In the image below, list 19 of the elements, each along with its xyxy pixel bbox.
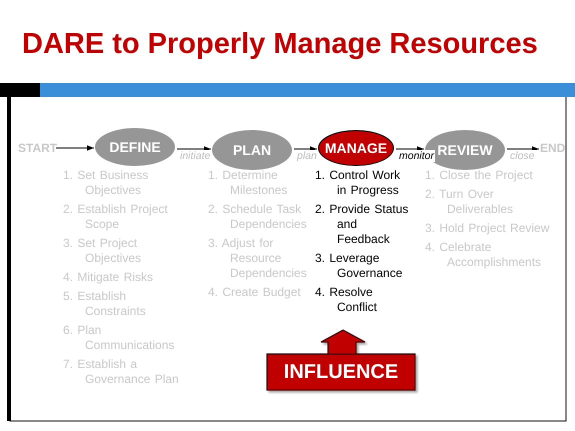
arrow xyxy=(294,146,318,152)
edge-label: plan xyxy=(296,150,318,162)
list-item: 3. Leverage Governance xyxy=(315,251,404,281)
arrow xyxy=(176,146,212,152)
slide-title: DARE to Properly Manage Resources xyxy=(22,28,538,61)
arrow xyxy=(56,145,94,151)
phase-ellipse: MANAGE xyxy=(318,130,394,166)
callout-arrow-box xyxy=(265,330,417,392)
list-item: 4. Resolve Conflict xyxy=(315,285,378,315)
list-item: 1. Control Work in Progress xyxy=(315,168,402,198)
callout-text: INFLUENCE xyxy=(282,360,400,384)
edge-label: close xyxy=(509,150,536,162)
arrow xyxy=(506,146,540,152)
list-item: 2. Provide Status and Feedback xyxy=(315,202,410,247)
arrow xyxy=(396,146,424,152)
edge-label: initiate xyxy=(179,150,212,162)
edge-label: monitor xyxy=(398,150,436,162)
phase-ellipse: DEFINE xyxy=(95,128,175,166)
phase-ellipse: PLAN xyxy=(212,130,292,170)
